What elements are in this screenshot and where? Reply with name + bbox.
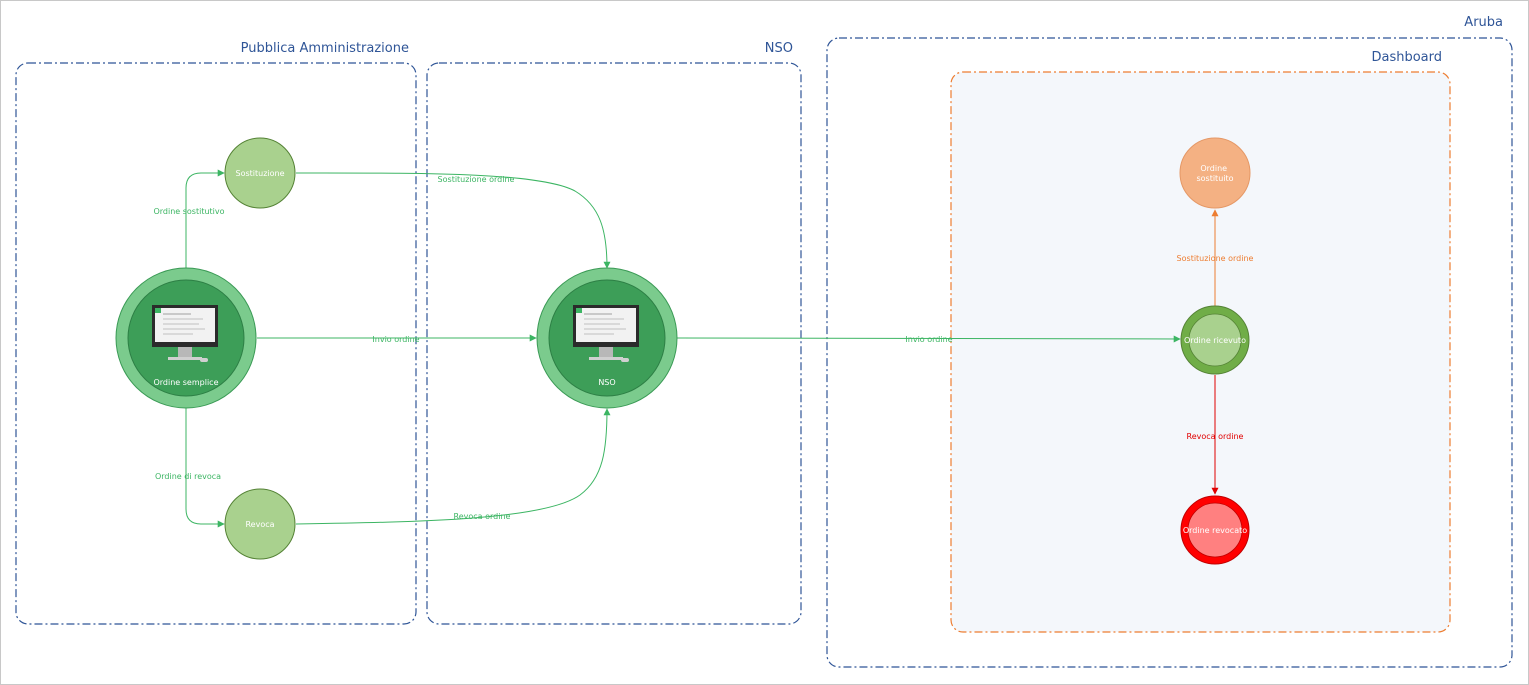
node-nso: NSO (536, 267, 678, 409)
node-label-ordine-semplice: Ordine semplice (153, 378, 218, 387)
node-sostituzione: Sostituzione (224, 137, 296, 209)
node-label-ordine-sostituito-line: Ordine (1200, 164, 1227, 173)
node-ordine-semplice: Ordine semplice (115, 267, 257, 409)
edge-label-invio-ordine-dashboard: Invio ordine (905, 335, 952, 344)
edge-label-sostituzione-ordine-dashboard: Sostituzione ordine (1177, 254, 1254, 263)
edge-label-invio-ordine-pa: Invio ordine (372, 335, 419, 344)
edge-sostituzione-ordine-nso (295, 172, 611, 269)
group-title-pa: Pubblica Amministrazione (241, 41, 409, 56)
node-ordine-revocato: Ordine revocato (1180, 495, 1250, 565)
node-label-ordine-sostituito-line: sostituito (1196, 174, 1233, 183)
node-ordine-ricevuto: Ordine ricevuto (1180, 305, 1250, 375)
edge-invio-ordine-dashboard (676, 335, 1181, 343)
edge-label-revoca-ordine-dashboard: Revoca ordine (1187, 432, 1244, 441)
group-title-nso: NSO (765, 41, 793, 56)
edge-label-ordine-di-revoca: Ordine di revoca (155, 472, 221, 481)
node-label-ordine-sostituito: Ordine sostituito (1196, 164, 1233, 183)
group-aruba (826, 37, 1513, 668)
group-title-dashboard: Dashboard (1371, 50, 1442, 65)
edge-label-sostituzione-ordine-nso: Sostituzione ordine (438, 175, 515, 184)
node-label-ordine-ricevuto: Ordine ricevuto (1184, 336, 1246, 345)
node-label-sostituzione: Sostituzione (235, 169, 284, 178)
edge-label-ordine-sostitutivo: Ordine sostitutivo (153, 207, 224, 216)
group-nso (426, 62, 802, 625)
node-ordine-sostituito: Ordine sostituito (1179, 137, 1251, 209)
edge-ordine-sostitutivo (185, 169, 225, 268)
edge-ordine-di-revoca (185, 408, 225, 528)
node-revoca: Revoca (224, 488, 296, 560)
group-pubblica-amministrazione (15, 62, 417, 625)
node-label-revoca: Revoca (245, 520, 274, 529)
monitor-icon (573, 305, 639, 362)
node-label-ordine-revocato: Ordine revocato (1183, 526, 1247, 535)
monitor-icon (152, 305, 218, 362)
edge-revoca-ordine-nso (295, 408, 611, 525)
edge-label-revoca-ordine-nso: Revoca ordine (454, 512, 511, 521)
node-label-nso: NSO (598, 378, 615, 387)
outer-title: Aruba (1464, 15, 1503, 30)
